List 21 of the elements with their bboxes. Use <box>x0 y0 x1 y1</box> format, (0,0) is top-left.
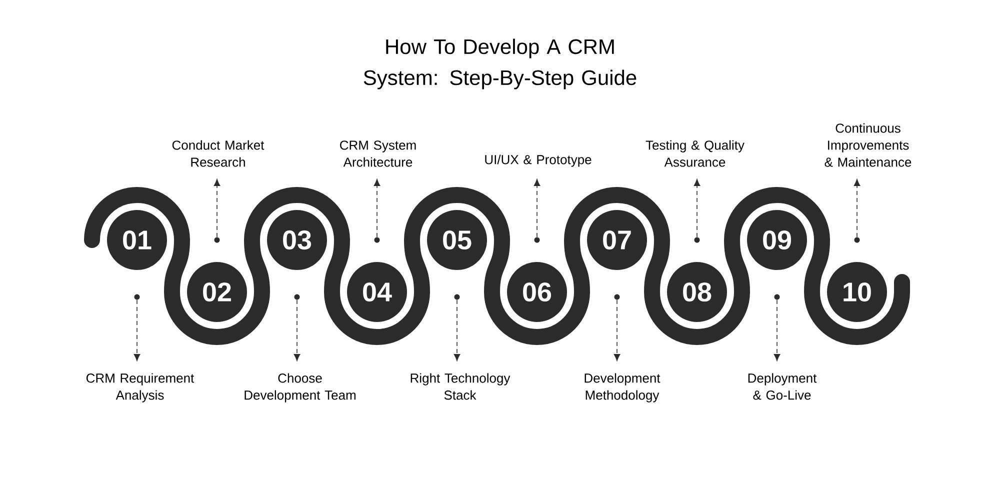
step-label: Conduct Market Research <box>172 140 264 167</box>
arrow <box>854 179 860 238</box>
arrow <box>214 179 220 238</box>
arrow <box>774 300 780 361</box>
arrow <box>534 179 540 238</box>
arrow <box>294 300 300 361</box>
step-label: UI/UX & Prototype <box>485 154 592 167</box>
step-label: CRM System Architecture <box>340 140 416 167</box>
arrow <box>614 300 620 361</box>
arrow <box>134 300 140 361</box>
step-label: CRM Requirement Analysis <box>86 373 194 402</box>
arrow <box>374 179 380 238</box>
arrow <box>694 179 700 238</box>
step-label: Development Methodology <box>584 373 660 402</box>
step-label: Continuous Improvements & Maintenance <box>824 123 912 167</box>
title: How To Develop A CRM System: Step-By-Step Guide <box>364 38 636 90</box>
step-label: Right Technology Stack <box>410 373 510 400</box>
step-label: Deployment & Go-Live <box>748 373 817 400</box>
arrow <box>454 300 460 361</box>
step-label: Choose Development Team <box>244 373 356 402</box>
step-label: Testing & Quality Assurance <box>646 140 744 167</box>
